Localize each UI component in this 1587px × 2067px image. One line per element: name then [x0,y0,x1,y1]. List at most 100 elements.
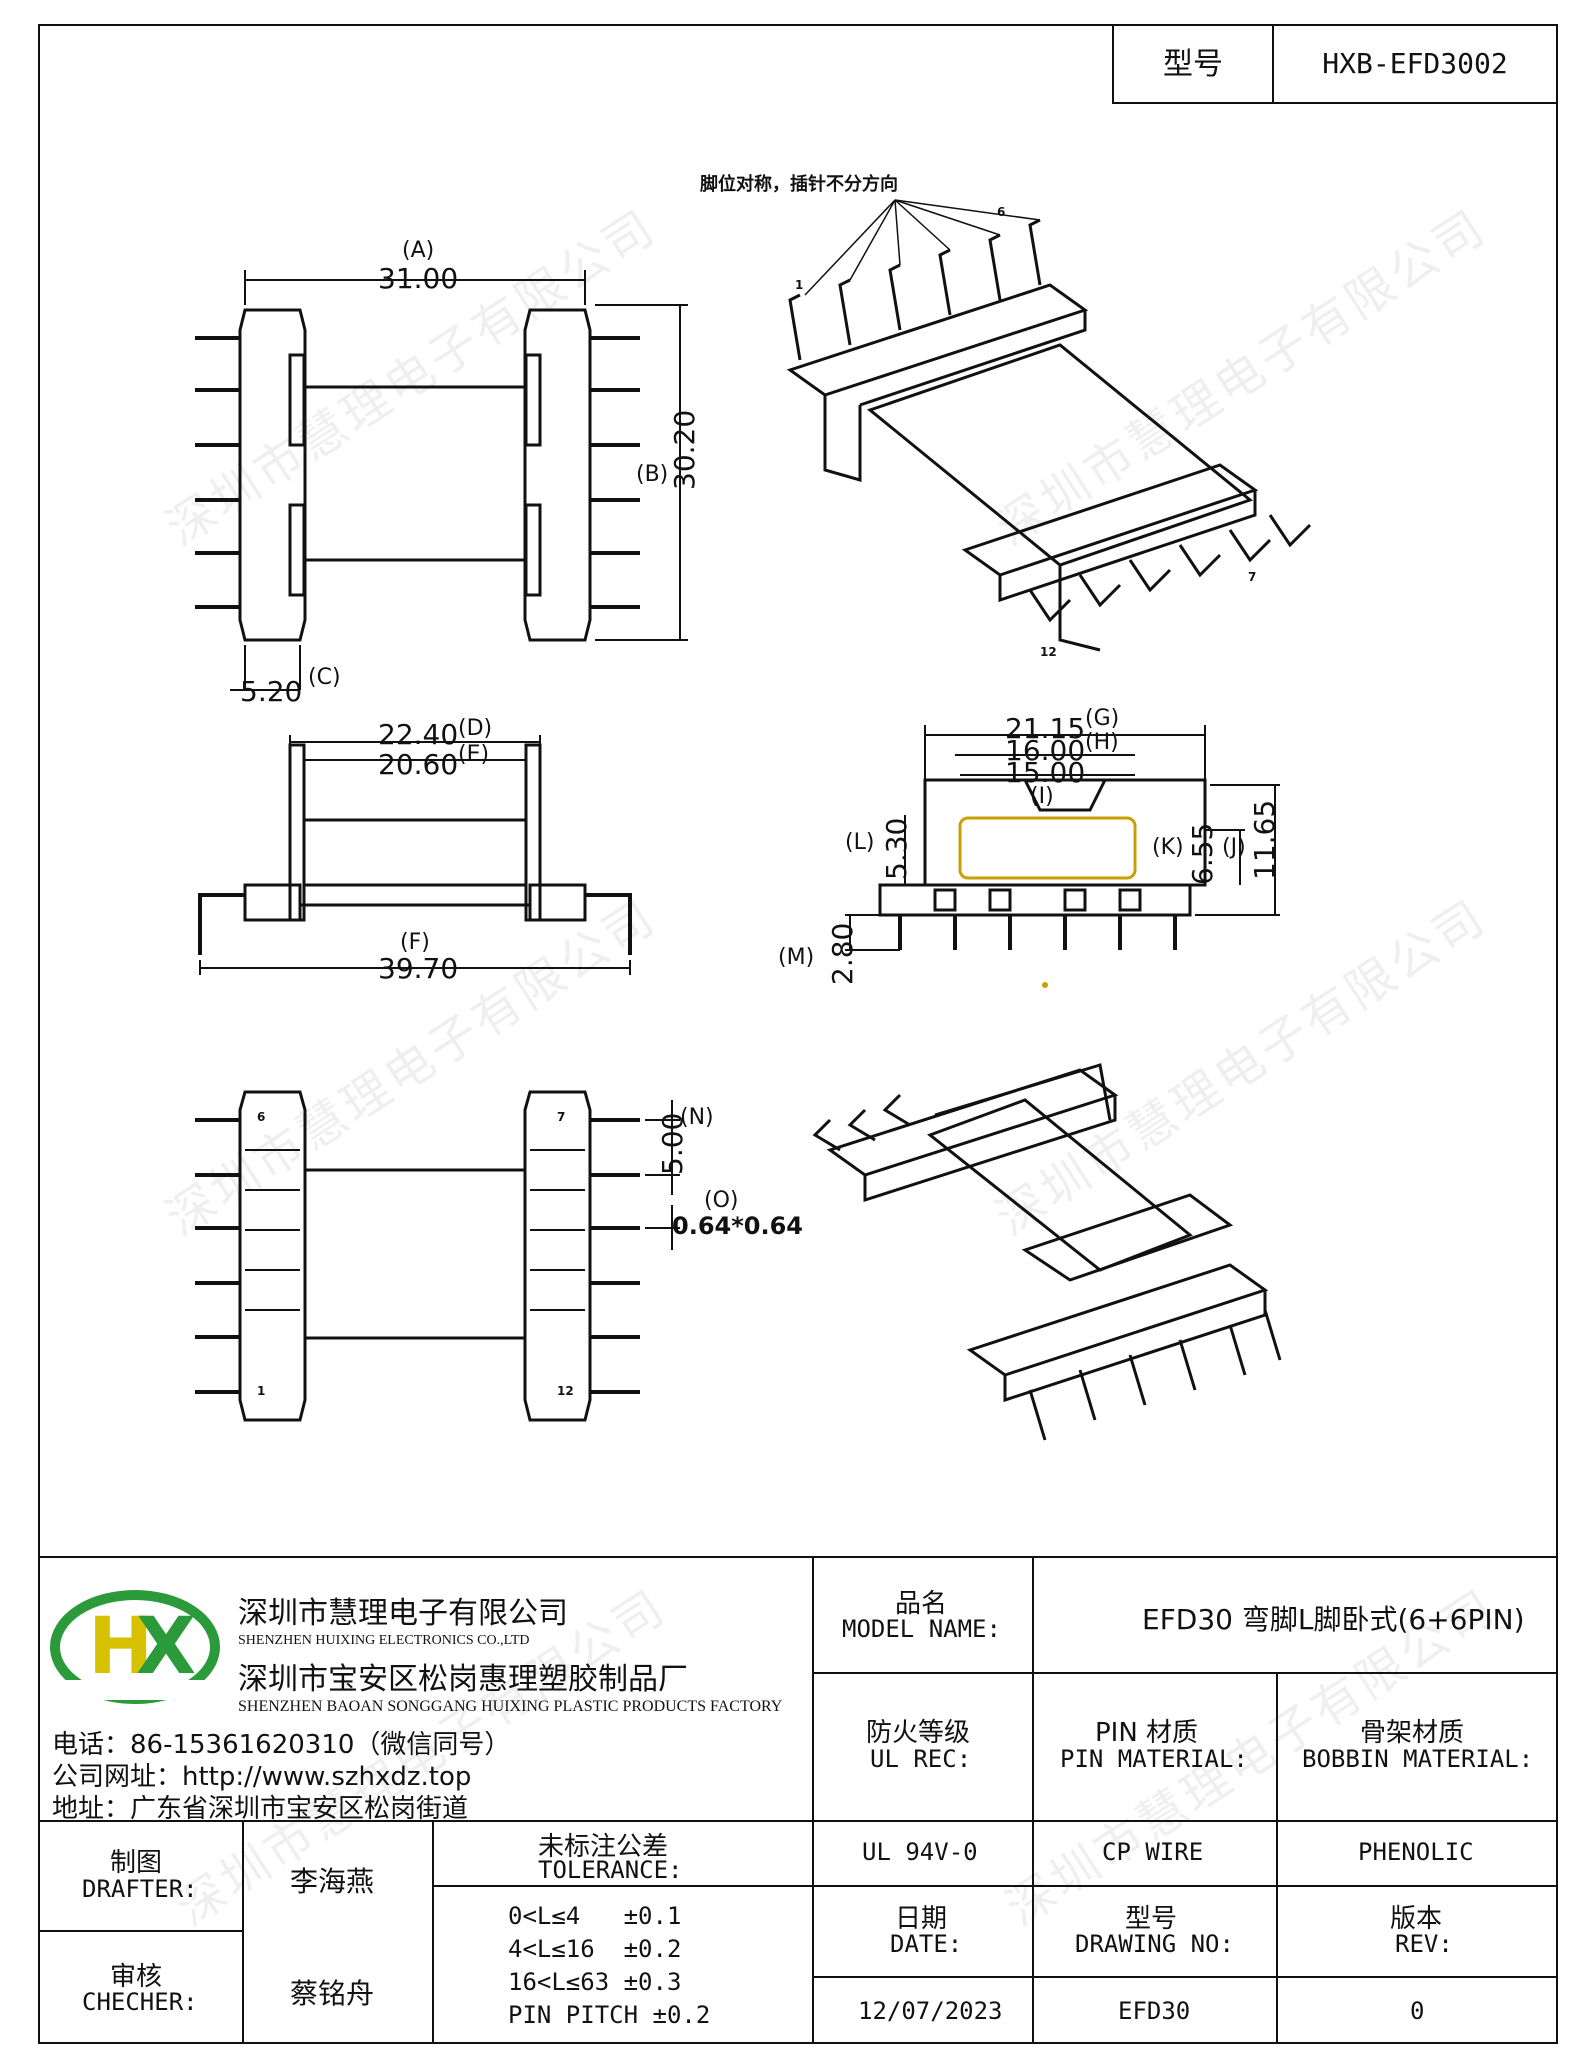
isometric-bottom-view [812,1063,1282,1441]
pin-number-1: 1 [795,278,804,292]
dim-o-value: 0.64*0.64 [672,1212,803,1240]
tolerance-line: 4<L≤16 ±0.2 [508,1935,682,1963]
tolerance-line: 16<L≤63 ±0.3 [508,1968,682,1996]
title-block-top-line [38,1556,1558,1558]
company-website: 公司网址：http://www.szhxdz.top [52,1762,472,1792]
drawing-no-value: EFD30 [1118,1997,1191,2025]
dim-h-value: 16.00 [1005,734,1086,767]
dim-g-value: 21.15 [1005,712,1086,745]
checker-label-cn: 审核 [110,1962,163,1992]
tolerance-line: PIN PITCH ±0.2 [508,2001,711,2029]
rev-label-en: REV: [1395,1930,1453,1958]
dim-i-label: (I) [1030,784,1054,809]
drafter-label-cn: 制图 [110,1848,163,1878]
side-view [198,735,632,975]
dim-m-value: 2.80 [826,922,859,985]
header-model-value-text: HXB-EFD3002 [1322,46,1508,80]
header-model-value: HXB-EFD3002 [1272,24,1558,104]
factory-name-cn: 深圳市宝安区松岗惠理塑胶制品厂 [238,1662,688,1697]
company-name-en: SHENZHEN HUIXING ELECTRONICS CO.,LTD [238,1633,530,1648]
bobbin-label-en: BOBBIN MATERIAL: [1302,1745,1534,1773]
company-logo: H X [50,1585,220,1705]
logo-icon: H X [50,1590,220,1704]
dim-d-value: 22.40 [378,718,459,751]
drafter-name: 李海燕 [290,1865,375,1898]
dim-n-label: (N) [680,1105,714,1130]
drawing-no-label-en: DRAWING NO: [1075,1930,1234,1958]
rev-label-cn: 版本 [1390,1904,1443,1934]
dim-a-value: 31.00 [378,262,459,295]
svg-text:X: X [136,1602,196,1692]
dim-b-label: (B) [636,462,669,487]
marker-dot [1042,982,1048,988]
dim-d-label: (D) [458,716,493,741]
isometric-top-view [786,199,1312,652]
dim-j-label: (J) [1222,835,1246,860]
bottom-pin-6: 6 [257,1110,266,1124]
front-view [845,725,1280,951]
dim-a-label: (A) [402,238,435,263]
dim-f-label: (F) [400,930,430,955]
grid-line [812,1672,1558,1674]
rev-value: 0 [1410,1997,1425,2025]
dim-l-label: (L) [845,830,875,855]
dim-e-label: (E) [458,742,490,767]
header-model-label: 型号 [1112,24,1274,104]
pin-number-6: 6 [997,205,1006,219]
ul-value: UL 94V-0 [862,1838,978,1866]
pin-note: 脚位对称，插针不分方向 [700,174,898,195]
bottom-pin-7: 7 [557,1110,566,1124]
pin-number-7: 7 [1248,570,1257,584]
dim-o-label: (O) [704,1188,739,1213]
grid-line [812,1556,814,2044]
pin-value: CP WIRE [1102,1838,1204,1866]
drawing-frame [38,24,1558,2044]
grid-line [1032,1556,1034,2044]
ul-label-en: UL REC: [870,1745,972,1773]
dim-b-value: 30.20 [668,409,701,490]
checker-label-en: CHECHER: [82,1988,198,2016]
company-address: 地址：广东省深圳市宝安区松岗街道 [52,1794,469,1824]
model-name-value: EFD30 弯脚L脚卧式(6+6PIN) [1142,1603,1525,1636]
model-name-label-en: MODEL NAME: [842,1615,1001,1643]
dim-k-label: (K) [1152,835,1184,860]
top-view [195,270,688,691]
checker-name: 蔡铭舟 [290,1977,375,2010]
grid-line [38,1820,1558,1822]
ul-label-cn: 防火等级 [866,1718,971,1748]
model-name-label-cn: 品名 [895,1589,948,1619]
grid-line [812,1885,1558,1887]
dim-h-label: (H) [1085,730,1119,755]
dim-i-value: 15.00 [1005,756,1086,789]
date-label-cn: 日期 [895,1904,948,1934]
company-phone: 电话：86-15361620310（微信同号） [52,1730,511,1760]
dim-n-value: 5.00 [656,1112,689,1175]
pin-label-cn: PIN 材质 [1095,1718,1199,1748]
bobbin-value: PHENOLIC [1358,1838,1474,1866]
company-name-cn: 深圳市慧理电子有限公司 [238,1596,568,1631]
pin-number-12: 12 [1040,645,1057,659]
tolerance-line: 0<L≤4 ±0.1 [508,1902,682,1930]
grid-line [1276,1672,1278,2044]
svg-text:H: H [88,1602,153,1692]
factory-name-en: SHENZHEN BAOAN SONGGANG HUIXING PLASTIC … [238,1698,783,1715]
drawing-no-label-cn: 型号 [1125,1904,1178,1934]
dim-f-value: 39.70 [378,952,459,985]
grid-line [242,1820,244,2044]
grid-line [38,1930,244,1932]
date-label-en: DATE: [890,1930,963,1958]
dim-m-label: (M) [778,945,815,970]
technical-drawing [195,199,1312,1441]
dim-e-value: 20.60 [378,748,459,781]
header-model-label-text: 型号 [1163,46,1223,82]
date-value: 12/07/2023 [858,1997,1003,2025]
bobbin-label-cn: 骨架材质 [1360,1718,1465,1748]
grid-line [432,1820,434,2044]
dim-l-value: 5.30 [880,817,913,880]
tolerance-label-en: TOLERANCE: [538,1856,683,1884]
dim-j-value: 11.65 [1248,799,1281,880]
bottom-pin-1: 1 [257,1384,266,1398]
drafter-label-en: DRAFTER: [82,1875,198,1903]
bottom-pin-12: 12 [557,1384,574,1398]
grid-line [432,1885,814,1887]
